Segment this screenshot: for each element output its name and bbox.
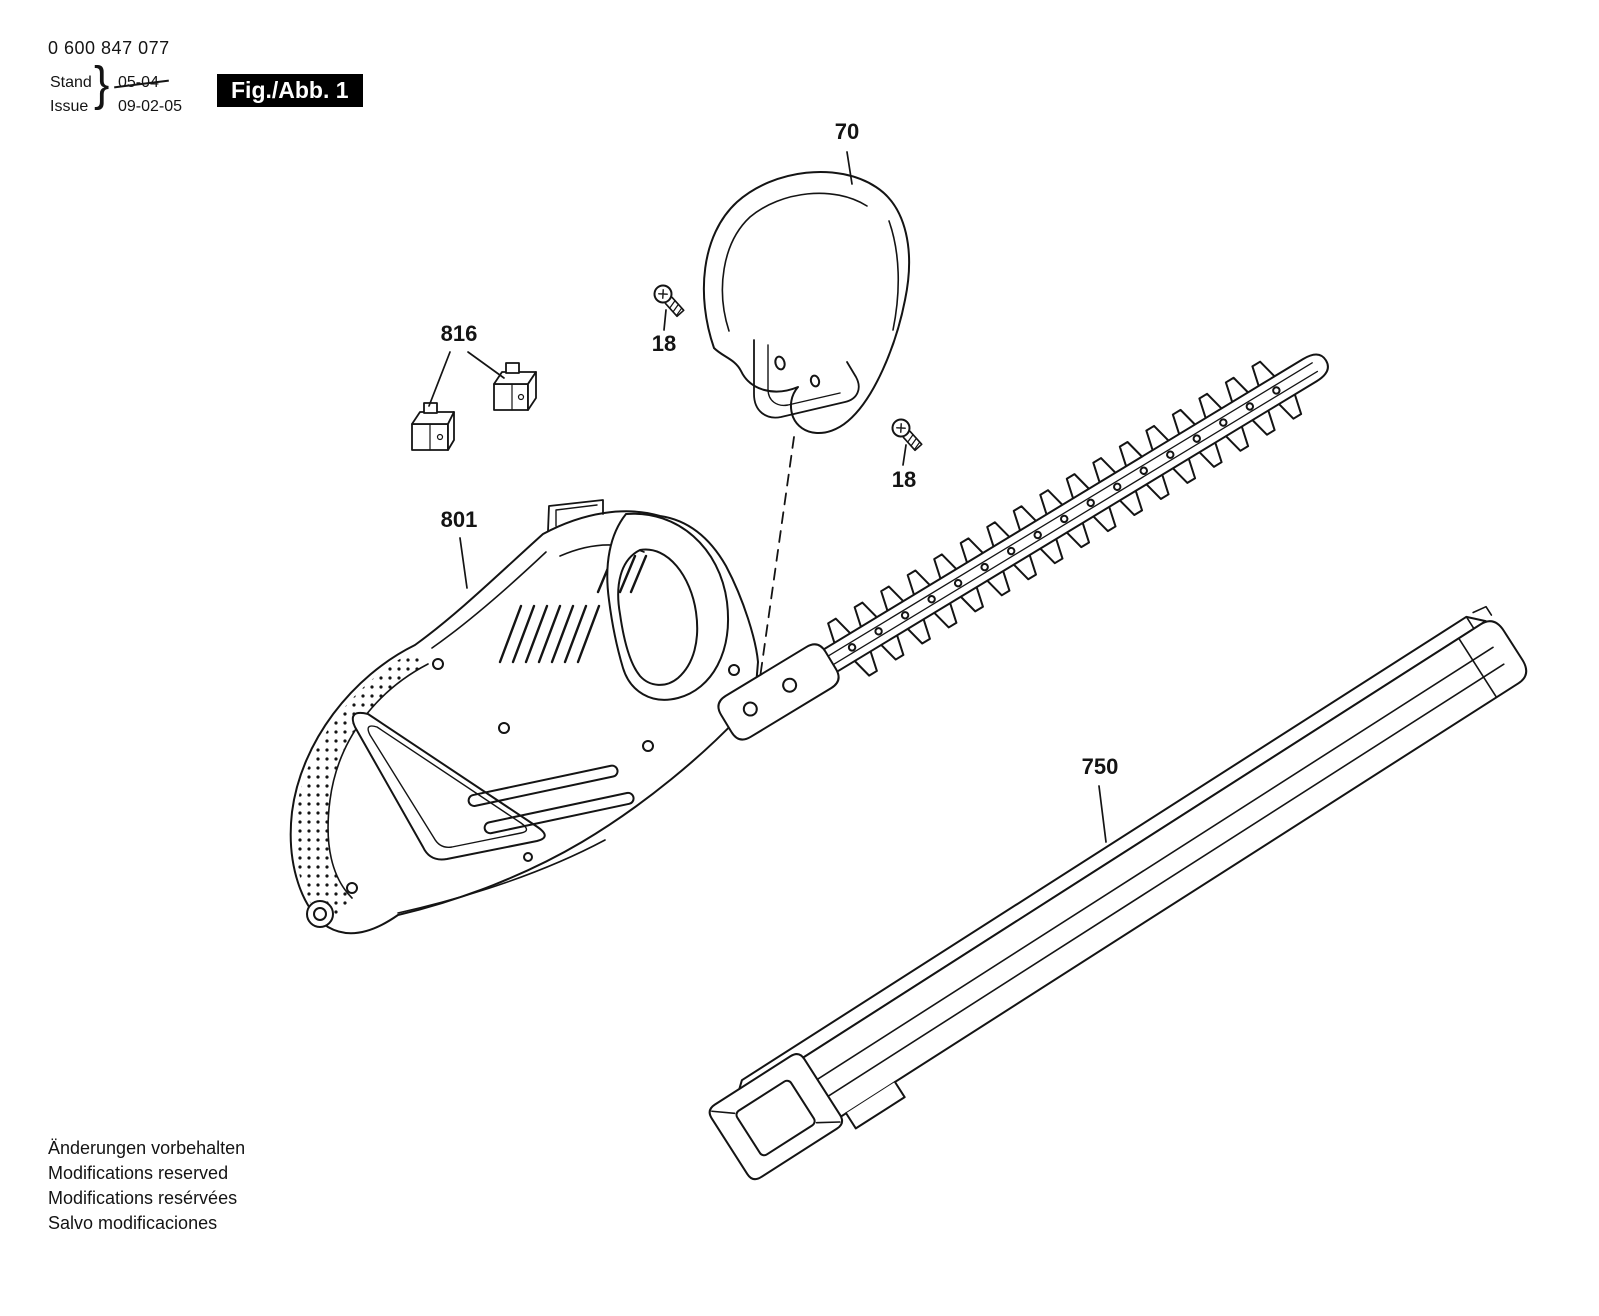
stand-value: 05-04 bbox=[118, 74, 159, 91]
callout-housing: 801 bbox=[440, 507, 478, 532]
revision-notes: Änderungen vorbehalten Modifications res… bbox=[48, 1136, 245, 1236]
issue-value: 09-02-05 bbox=[118, 98, 183, 115]
note-line: Modifications resérvées bbox=[48, 1188, 238, 1208]
switch-part-left bbox=[411, 402, 455, 451]
callout-sheath: 750 bbox=[1081, 754, 1119, 779]
figure-badge: Fig./Abb. 1 bbox=[217, 74, 363, 107]
screw-top bbox=[653, 284, 685, 318]
callout-switch: 816 bbox=[440, 321, 478, 346]
stand-label: Stand bbox=[50, 74, 92, 91]
hand-guard bbox=[702, 171, 911, 434]
brace-glyph: } bbox=[94, 55, 110, 111]
blade-sheath bbox=[708, 605, 1528, 1181]
callout-guard: 70 bbox=[834, 119, 860, 144]
note-line: Änderungen vorbehalten bbox=[48, 1138, 246, 1158]
note-line: Modifications reserved bbox=[48, 1163, 229, 1183]
cutter-blade bbox=[717, 353, 1329, 741]
assembly-dash-line bbox=[757, 436, 795, 693]
screw-bottom bbox=[891, 418, 923, 452]
switch-part-right bbox=[493, 362, 537, 411]
callout-screw-bottom: 18 bbox=[891, 467, 917, 492]
part-number: 0 600 847 077 bbox=[48, 38, 170, 58]
note-line: Salvo modificaciones bbox=[48, 1213, 218, 1233]
leader-lines bbox=[428, 151, 1107, 843]
motor-housing bbox=[289, 499, 759, 935]
issue-label: Issue bbox=[50, 98, 89, 115]
callout-screw-top: 18 bbox=[651, 331, 677, 356]
